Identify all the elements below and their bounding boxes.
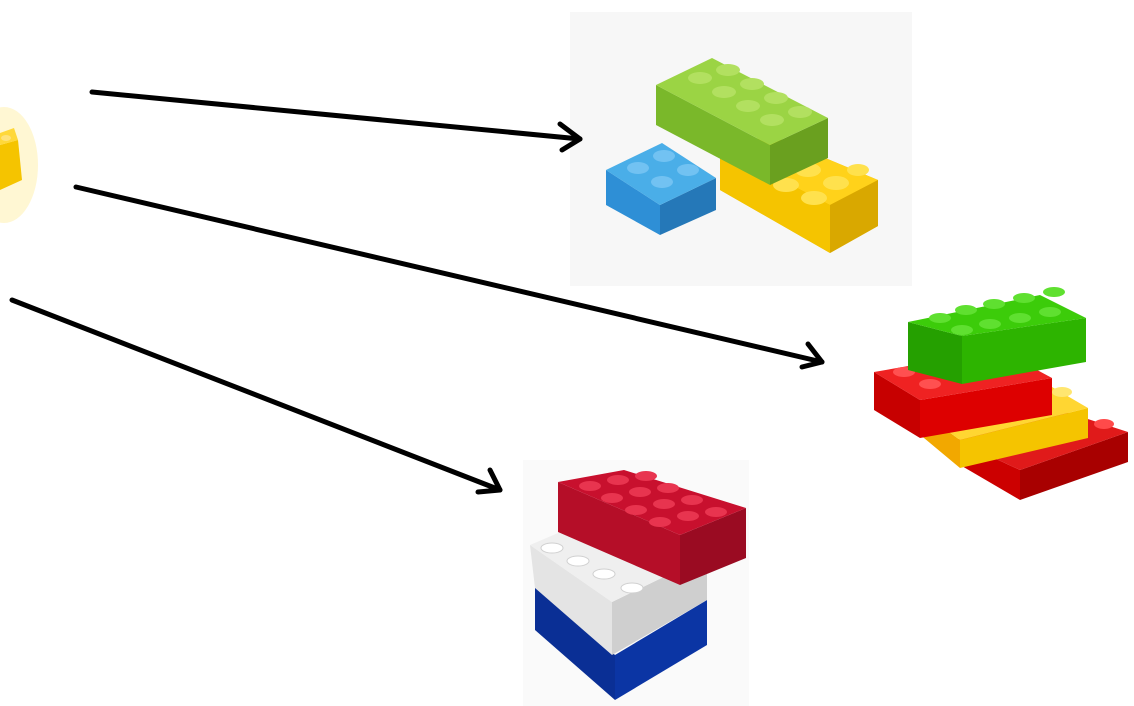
- arrow-to-green-blue-yellow: [89, 89, 583, 153]
- lego-stack-green-blue-yellow: [570, 12, 912, 286]
- arrows: [9, 89, 825, 495]
- blue-brick: [606, 143, 716, 235]
- arrow-to-green-red-yellow: [73, 184, 825, 370]
- arrow-to-red-white-blue: [9, 297, 503, 495]
- lego-stack-green-red-yellow: [874, 287, 1128, 500]
- yellow-lego-brick-icon: [0, 107, 38, 223]
- green-brick: [908, 287, 1086, 384]
- green-brick: [656, 58, 828, 185]
- red-brick: [558, 470, 746, 585]
- blue-brick: [535, 585, 707, 700]
- lego-stack-red-white-blue: [523, 460, 749, 706]
